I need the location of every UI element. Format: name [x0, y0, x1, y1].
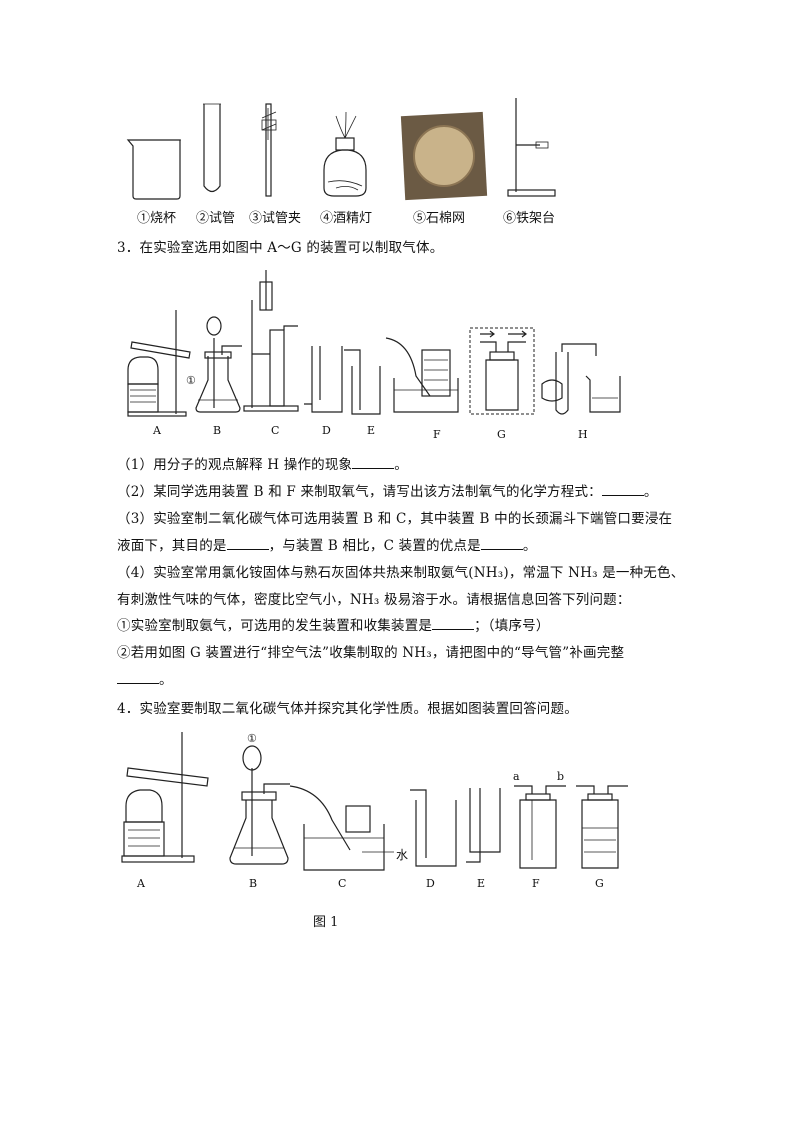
q3-part4-sub1: ①实验室制取氨气，可选用的发生装置和收集装置是 ；（填序号）	[117, 614, 550, 634]
apparatus-F-icon	[385, 337, 459, 413]
label-beaker: ①烧杯	[137, 211, 177, 226]
q3-marker: ①	[186, 374, 196, 387]
q3-part1-end: 。	[394, 457, 408, 473]
apparatus-C-icon	[289, 785, 394, 871]
q4-label-C: C	[338, 877, 347, 890]
q3-part4-sub1-end: ；（填序号）	[474, 618, 550, 634]
apparatus-E-icon	[466, 788, 501, 863]
q3-part3-text-a: 液面下，其目的是	[117, 538, 227, 554]
q4-label-E: E	[477, 877, 486, 890]
figure-caption: 图 1	[313, 915, 339, 930]
label-wire-gauze: ⑤石棉网	[413, 211, 466, 226]
q4-label-B: B	[249, 877, 258, 890]
q4-port-a: a	[513, 770, 520, 783]
q3-part4-sub1-text: ①实验室制取氨气，可选用的发生装置和收集装置是	[117, 618, 433, 634]
q3-part4-line2: 有刺激性气味的气体，密度比空气小，NH₃ 极易溶于水。请根据信息回答下列问题：	[117, 592, 631, 608]
q3-label-H: H	[578, 428, 588, 441]
q3-part2: （2）某同学选用装置 B 和 F 来制取氧气，请写出该方法制氧气的化学方程式： 。	[117, 480, 658, 500]
q3-part1: （1）用分子的观点解释 H 操作的现象 。	[117, 453, 408, 473]
q4-title: 4．实验室要制取二氧化碳气体并探究其化学性质。根据如图装置回答问题。	[117, 701, 578, 717]
q3-part3-text-b: ，与装置 B 相比，C 装置的优点是	[268, 538, 481, 554]
iron-stand-icon	[507, 98, 556, 197]
q3-label-C: C	[271, 424, 280, 437]
wire-gauze-icon	[400, 111, 488, 201]
q3-label-A: A	[153, 424, 161, 437]
q3-part3-line1: （3）实验室制二氧化碳气体可选用装置 B 和 C，其中装置 B 中的长颈漏斗下端…	[117, 511, 673, 527]
apparatus-G-icon	[469, 327, 535, 415]
apparatus-C-icon	[243, 270, 299, 412]
q3-part3-line2: 液面下，其目的是 ，与装置 B 相比，C 装置的优点是 。	[117, 534, 537, 554]
q3-part1-text: （1）用分子的观点解释 H 操作的现象	[117, 457, 353, 473]
equipment-row-figure	[126, 98, 556, 201]
q4-port-b: b	[557, 770, 565, 783]
q3-part4-sub2-answer: 。	[117, 668, 173, 688]
answer-blank[interactable]	[601, 483, 644, 496]
apparatus-D-icon	[304, 346, 343, 413]
answer-blank[interactable]	[226, 537, 269, 550]
q4-label-D: D	[426, 877, 435, 890]
beaker-icon	[126, 139, 181, 200]
answer-blank[interactable]	[117, 671, 159, 684]
q3-label-E: E	[367, 424, 376, 437]
label-test-tube: ②试管	[196, 211, 236, 226]
label-alcohol-lamp: ④酒精灯	[320, 211, 373, 226]
alcohol-lamp-icon	[323, 111, 367, 197]
q3-part3-end: 。	[522, 538, 537, 554]
q3-apparatus-figure	[127, 270, 621, 417]
apparatus-F-icon	[514, 785, 566, 869]
test-tube-holder-icon	[261, 103, 277, 197]
label-test-tube-holder: ③试管夹	[249, 211, 302, 226]
answer-blank[interactable]	[352, 456, 395, 469]
q4-label-A: A	[137, 877, 145, 890]
q3-label-F: F	[433, 428, 441, 441]
test-tube-icon	[203, 103, 221, 193]
q4-water-label: 水	[396, 848, 409, 862]
q3-part2-text: （2）某同学选用装置 B 和 F 来制取氧气，请写出该方法制氧气的化学方程式：	[117, 484, 602, 500]
apparatus-B-icon	[229, 745, 290, 865]
q3-label-D: D	[322, 424, 331, 437]
apparatus-G-icon	[576, 785, 628, 869]
label-iron-stand: ⑥铁架台	[503, 211, 556, 226]
q3-label-B: B	[213, 424, 222, 437]
apparatus-D-icon	[410, 789, 457, 867]
q3-label-G: G	[497, 428, 506, 441]
apparatus-E-icon	[344, 349, 381, 415]
q3-part4-sub2: ②若用如图 G 装置进行“排空气法”收集制取的 NH₃，请把图中的“导气管”补画…	[117, 645, 625, 661]
q3-part4-sub2-end: 。	[159, 672, 173, 688]
answer-blank[interactable]	[432, 617, 475, 630]
q3-part2-end: 。	[643, 484, 658, 500]
apparatus-A-icon	[127, 310, 191, 417]
apparatus-H-icon	[541, 343, 621, 415]
q4-apparatus-figure	[121, 732, 628, 871]
q4-label-G: G	[595, 877, 604, 890]
answer-blank[interactable]	[480, 537, 523, 550]
apparatus-A-icon	[121, 732, 209, 863]
q3-part4-line1: （4）实验室常用氯化铵固体与熟石灰固体共热来制取氨气(NH₃)，常温下 NH₃ …	[117, 565, 685, 581]
apparatus-B-icon	[195, 316, 242, 413]
q3-title: 3．在实验室选用如图中 A～G 的装置可以制取气体。	[117, 240, 444, 256]
q4-marker: ①	[247, 732, 257, 745]
q4-label-F: F	[532, 877, 540, 890]
